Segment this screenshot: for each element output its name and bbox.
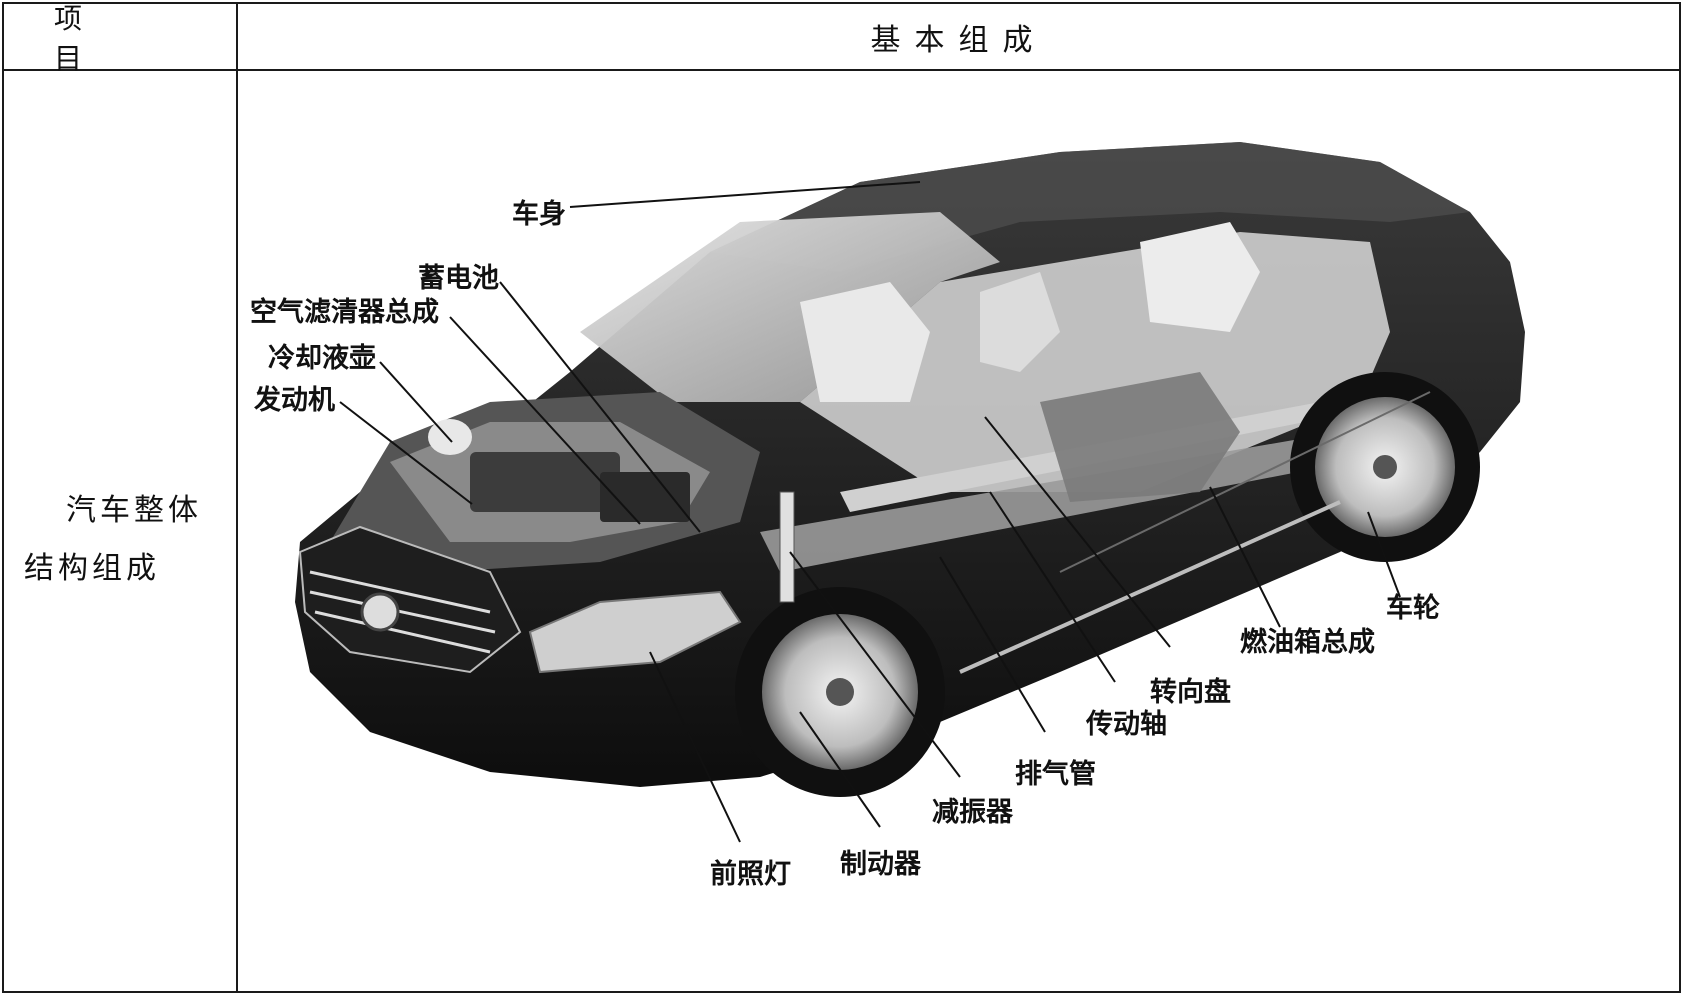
label-wheel: 车轮 (1386, 593, 1440, 624)
label-headlight: 前照灯 (710, 859, 791, 890)
header-composition: 基本组成 (870, 22, 1047, 58)
row-item-label: 汽车整体 结构组成 (24, 482, 224, 598)
leader-shock (789, 551, 961, 778)
leader-fuel-tank (1209, 486, 1281, 628)
label-brake: 制动器 (840, 849, 921, 880)
leader-battery (499, 281, 701, 533)
label-exhaust-pipe: 排气管 (1015, 759, 1096, 790)
label-steering-wheel: 转向盘 (1150, 677, 1231, 708)
windshield-shape (580, 212, 1000, 402)
label-fuel-tank: 燃油箱总成 (1240, 627, 1375, 658)
label-body: 车身 (512, 199, 566, 230)
leader-brake (799, 711, 881, 828)
leader-wheel (1367, 511, 1401, 598)
leader-air-filter (449, 316, 641, 525)
leader-coolant (379, 361, 453, 443)
leader-exhaust (939, 556, 1046, 733)
vw-logo-shape (360, 592, 400, 632)
leader-steering (984, 416, 1171, 648)
car-cutaway-illustration (295, 142, 1525, 843)
label-coolant-reservoir: 冷却液壶 (268, 343, 376, 374)
leader-engine (339, 401, 473, 505)
row-item-line2: 结构组成 (24, 551, 160, 586)
front-grille-shape (298, 525, 522, 674)
label-air-filter: 空气滤清器总成 (250, 297, 439, 328)
car-cutaway-figure: 车身 蓄电池 空气滤清器总成 冷却液壶 发动机 车轮 燃油箱总成 转向盘 传动轴… (240, 72, 1680, 993)
headlight-shape (528, 590, 742, 674)
label-battery: 蓄电池 (418, 263, 499, 294)
leader-drive-shaft (989, 491, 1116, 683)
header-item: 项 目 (54, 1, 133, 75)
row-item-line1: 汽车整体 (66, 493, 202, 528)
column-divider (236, 4, 238, 991)
header-divider (4, 69, 1679, 71)
label-drive-shaft: 传动轴 (1086, 709, 1167, 740)
label-shock-absorber: 减振器 (932, 797, 1013, 828)
label-engine: 发动机 (254, 385, 335, 416)
leader-headlight (649, 651, 741, 843)
leader-body (569, 181, 921, 208)
